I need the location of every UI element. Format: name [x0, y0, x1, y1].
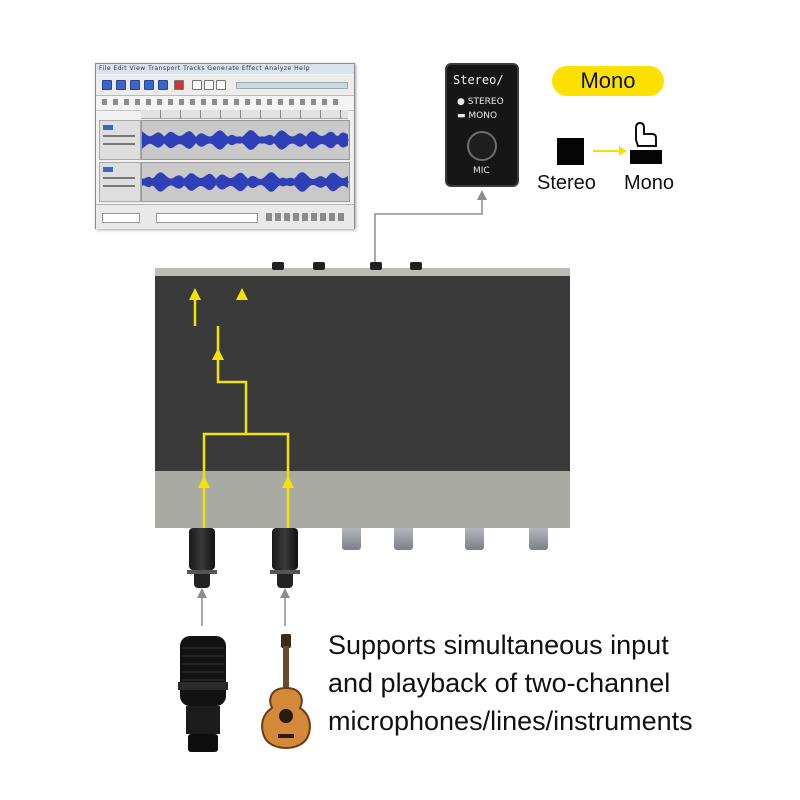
toolbar-icons-strip — [102, 99, 342, 105]
dynamic-microphone-icon — [178, 636, 228, 752]
audio-position-field[interactable] — [266, 213, 346, 221]
stereo-option-label: STEREO — [467, 97, 504, 107]
tool-select-button[interactable] — [192, 80, 202, 90]
daw-titlebar: File Edit View Transport Tracks Generate… — [96, 64, 354, 74]
daw-toolbar-secondary — [96, 96, 354, 111]
track-pan-slider — [103, 185, 135, 187]
audio-interface-top-edge — [155, 268, 570, 276]
switch-connection-line — [374, 190, 487, 266]
track-waveform-area[interactable] — [141, 120, 350, 160]
signal-arrow-icon — [212, 348, 224, 360]
track-control-panel[interactable] — [99, 120, 141, 160]
stereo-option[interactable]: ● STEREO — [457, 97, 504, 107]
input-arrows — [197, 588, 290, 626]
track-mute-icon[interactable] — [103, 125, 113, 130]
audio-interface-input-panel — [155, 471, 570, 528]
mic-label: MIC — [473, 166, 490, 176]
headline-line-1: Supports simultaneous input — [328, 630, 669, 660]
daw-toolbar — [96, 75, 354, 96]
tool-draw-button[interactable] — [216, 80, 226, 90]
selection-start-field[interactable] — [156, 213, 258, 223]
project-rate-field[interactable] — [102, 213, 140, 223]
mono-option[interactable]: ▬ MONO — [457, 111, 497, 121]
gain-knob[interactable] — [465, 528, 484, 550]
signal-arrow-icon — [198, 476, 210, 488]
waveform-left — [142, 130, 349, 150]
pause-button[interactable] — [102, 80, 112, 90]
top-knob[interactable] — [313, 262, 325, 270]
mode-switch-panel: Stereo/ ● STEREO ▬ MONO MIC — [445, 63, 519, 187]
headline-line-2: and playback of two-channel — [328, 668, 671, 698]
daw-selection-toolbar — [96, 204, 354, 229]
headline-line-3: microphones/lines/instruments — [328, 706, 693, 736]
hand-pointer-icon — [630, 121, 662, 164]
legend-stereo-label: Stereo — [537, 172, 596, 194]
audio-interface-front — [155, 268, 570, 471]
track-mute-icon[interactable] — [103, 167, 113, 172]
top-knob[interactable] — [410, 262, 422, 270]
play-button[interactable] — [116, 80, 126, 90]
mono-badge: Mono — [552, 66, 664, 96]
xlr-plug-right[interactable] — [270, 528, 300, 588]
record-button[interactable] — [174, 80, 184, 90]
tool-envelope-button[interactable] — [204, 80, 214, 90]
gain-knob[interactable] — [342, 528, 361, 550]
daw-window: File Edit View Transport Tracks Generate… — [95, 63, 355, 229]
track-gain-slider — [103, 135, 135, 137]
acoustic-guitar-icon — [261, 634, 311, 749]
track-control-panel[interactable] — [99, 162, 141, 202]
track-waveform-area[interactable] — [141, 162, 350, 202]
black-square-icon — [557, 138, 584, 165]
arrow-right-icon — [593, 146, 627, 156]
stereo-indicator-icon: ● — [457, 97, 465, 107]
feature-headline: Supports simultaneous input and playback… — [328, 626, 693, 740]
signal-arrow-icon — [282, 476, 294, 488]
skip-end-button[interactable] — [158, 80, 168, 90]
signal-arrow-icon — [236, 288, 248, 300]
top-knob[interactable] — [272, 262, 284, 270]
signal-flow-diagram — [189, 288, 294, 528]
track-gain-slider — [103, 177, 135, 179]
gain-knob[interactable] — [529, 528, 548, 550]
mono-indicator-icon: ▬ — [457, 111, 466, 121]
top-knob[interactable] — [370, 262, 382, 270]
meter-bar — [236, 82, 348, 89]
stop-button[interactable] — [130, 80, 140, 90]
mode-switch-knob[interactable] — [467, 131, 497, 161]
gain-knob[interactable] — [394, 528, 413, 550]
track-pan-slider — [103, 143, 135, 145]
daw-menu: File Edit View Transport Tracks Generate… — [99, 65, 310, 72]
legend-mono-label: Mono — [624, 172, 675, 194]
waveform-right — [142, 172, 349, 192]
mono-option-label: MONO — [468, 111, 498, 121]
timeline-ruler[interactable] — [141, 110, 348, 119]
mode-switch-title: Stereo/ — [453, 73, 504, 87]
xlr-plug-left[interactable] — [187, 528, 217, 588]
signal-arrow-icon — [189, 288, 201, 300]
skip-start-button[interactable] — [144, 80, 154, 90]
